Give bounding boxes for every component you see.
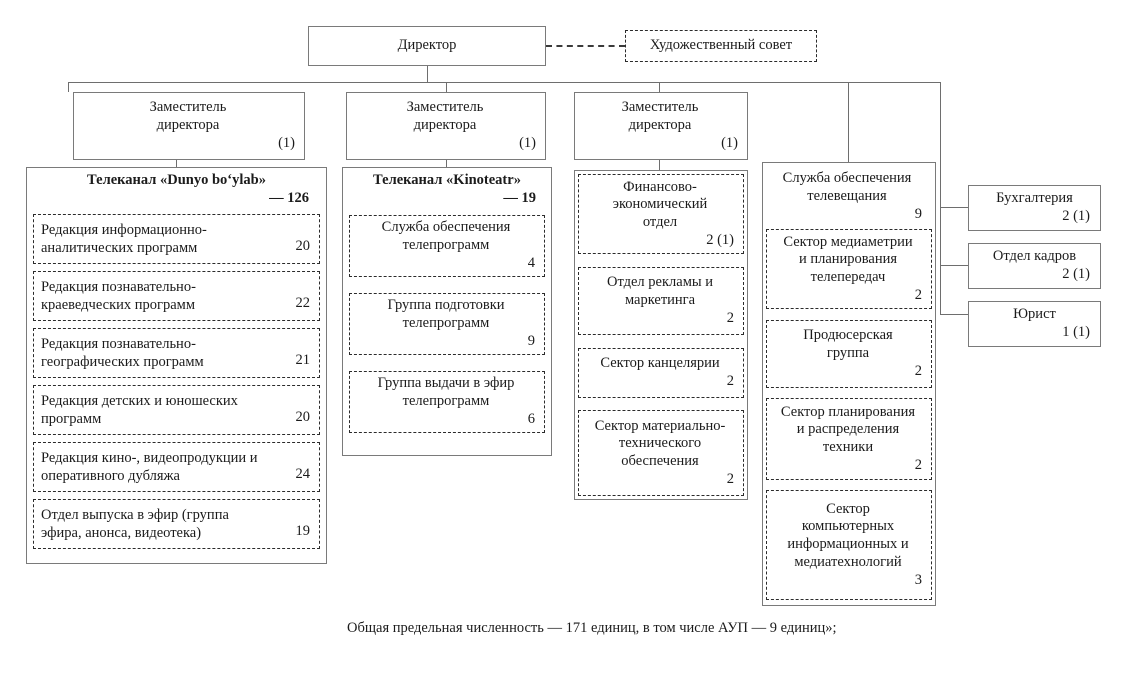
node-deputy-2: Заместитель директора (1) [346, 92, 546, 160]
node-col3-item-2: Отдел рекламы и маркетинга 2 [578, 267, 744, 335]
node-col1-item-4-label: Редакция детских и юношеских программ [41, 392, 238, 427]
connector-drop-column4 [848, 82, 849, 162]
node-hr-department-count: 2 (1) [1062, 266, 1090, 282]
node-col1-item-5: Редакция кино-, видеопродукции и операти… [33, 442, 320, 492]
node-col2-item-2: Группа подготовки телепрограмм 9 [349, 293, 545, 355]
node-col4-item-3-label: Сектор планирования и распределения техн… [780, 403, 916, 455]
node-col4-header-label: Служба обеспечения телевещания [782, 170, 912, 205]
connector-deputy1-to-col1 [176, 160, 177, 167]
node-lawyer: Юрист 1 (1) [968, 301, 1101, 347]
node-accounting-label: Бухгалтерия [996, 190, 1073, 207]
node-col1-item-1-label: Редакция информационно- аналитических пр… [41, 221, 207, 256]
connector-deputy2-to-col2 [446, 160, 447, 167]
node-col4-item-3: Сектор планирования и распределения техн… [766, 398, 932, 480]
connector-director-down [427, 66, 428, 82]
node-col1-item-5-label: Редакция кино-, видеопродукции и операти… [41, 449, 258, 484]
node-col2-header: Телеканал «Kinoteatr» — 19 [350, 170, 544, 210]
node-col3-item-3: Сектор канцелярии 2 [578, 348, 744, 398]
connector-drop-deputy-2 [446, 82, 447, 92]
connector-drop-deputy-1 [68, 82, 69, 92]
node-col2-item-2-label: Группа подготовки телепрограмм [387, 297, 505, 332]
node-col1-item-6: Отдел выпуска в эфир (группа эфира, анон… [33, 499, 320, 549]
node-col4-item-3-count: 2 [914, 456, 922, 473]
node-hr-department-label: Отдел кадров [992, 248, 1077, 265]
node-col3-item-1-count: 2 (1) [706, 231, 734, 248]
node-deputy-1: Заместитель директора (1) [73, 92, 305, 160]
node-col3-item-2-count: 2 [726, 309, 734, 326]
node-col4-item-4-count: 3 [914, 571, 922, 588]
node-col3-item-4: Сектор материально- технического обеспеч… [578, 410, 744, 496]
node-art-council-label: Художественный совет [649, 37, 793, 54]
node-col4-item-1-count: 2 [914, 286, 922, 303]
node-col3-item-4-count: 2 [726, 470, 734, 487]
node-col1-item-3-label: Редакция познавательно- географических п… [41, 335, 204, 370]
node-deputy-1-count: (1) [278, 134, 295, 151]
node-col3-item-2-label: Отдел рекламы и маркетинга [607, 274, 713, 309]
node-director-label: Директор [397, 37, 457, 54]
node-col1-item-3-count: 21 [295, 352, 311, 369]
node-accounting-count: 2 (1) [1062, 208, 1090, 224]
node-col2-item-3: Группа выдачи в эфир телепрограмм 6 [349, 371, 545, 433]
node-col1-item-6-label: Отдел выпуска в эфир (группа эфира, анон… [41, 506, 229, 541]
node-accounting: Бухгалтерия 2 (1) [968, 185, 1101, 231]
node-deputy-1-label: Заместитель директора [149, 99, 227, 134]
node-col4-header: Служба обеспечения телевещания 9 [766, 168, 932, 226]
node-col2-item-3-label: Группа выдачи в эфир телепрограмм [377, 375, 515, 410]
chart-footer-total: Общая предельная численность — 171 едини… [347, 620, 837, 636]
node-col1-item-5-count: 24 [295, 466, 311, 483]
node-deputy-3-count: (1) [721, 134, 738, 151]
node-col1-item-1-count: 20 [295, 238, 311, 255]
connector-drop-right-column [940, 82, 941, 314]
node-col4-item-2-count: 2 [914, 362, 922, 379]
node-col2-header-label: Телеканал «Kinoteatr» [373, 172, 521, 189]
node-col4-item-2-label: Продюсерская группа [803, 327, 893, 362]
node-col4-item-4: Сектор компьютерных информационных и мед… [766, 490, 932, 600]
node-deputy-3: Заместитель директора (1) [574, 92, 748, 160]
node-col1-item-4-count: 20 [295, 409, 311, 426]
node-col2-item-1-label: Служба обеспечения телепрограмм [381, 219, 511, 254]
node-col3-item-1-label: Финансово- экономический отдел [612, 178, 708, 230]
node-lawyer-count: 1 (1) [1062, 324, 1090, 340]
node-hr-department: Отдел кадров 2 (1) [968, 243, 1101, 289]
node-col4-item-1-label: Сектор медиаметрии и планирования телепе… [783, 233, 913, 285]
node-col2-item-3-count: 6 [527, 410, 535, 427]
connector-drop-deputy-3 [659, 82, 660, 92]
node-col1-item-1: Редакция информационно- аналитических пр… [33, 214, 320, 264]
node-col1-header: Телеканал «Dunyo bo‘ylab» — 126 [36, 170, 317, 210]
node-deputy-2-count: (1) [519, 134, 536, 151]
connector-deputy3-to-col3 [659, 160, 660, 170]
node-col4-header-count: 9 [914, 205, 922, 222]
node-art-council: Художественный совет [625, 30, 817, 62]
node-col4-item-1: Сектор медиаметрии и планирования телепе… [766, 229, 932, 309]
node-col2-item-2-count: 9 [527, 332, 535, 349]
node-col1-item-3: Редакция познавательно- географических п… [33, 328, 320, 378]
node-col3-item-1: Финансово- экономический отдел 2 (1) [578, 174, 744, 254]
node-col1-item-4: Редакция детских и юношеских программ 20 [33, 385, 320, 435]
node-col3-item-4-label: Сектор материально- технического обеспеч… [594, 417, 726, 469]
node-col1-item-2-count: 22 [295, 295, 311, 312]
connector-bus-horizontal [68, 82, 941, 83]
node-col4-item-2: Продюсерская группа 2 [766, 320, 932, 388]
node-col2-item-1-count: 4 [527, 254, 535, 271]
node-deputy-3-label: Заместитель директора [621, 99, 699, 134]
connector-director-art-council [546, 45, 625, 47]
node-col3-item-3-count: 2 [726, 373, 734, 389]
connector-stub-lawyer [940, 314, 968, 315]
node-lawyer-label: Юрист [1013, 306, 1056, 323]
node-col1-item-6-count: 19 [295, 523, 311, 540]
node-col2-item-1: Служба обеспечения телепрограмм 4 [349, 215, 545, 277]
node-col1-item-2-label: Редакция познавательно- краеведческих пр… [41, 278, 196, 313]
node-col1-header-count: — 126 [269, 190, 309, 206]
connector-stub-hr [940, 265, 968, 266]
node-col4-item-4-label: Сектор компьютерных информационных и мед… [787, 500, 909, 570]
connector-stub-accounting [940, 207, 968, 208]
node-col1-item-2: Редакция познавательно- краеведческих пр… [33, 271, 320, 321]
node-col1-header-label: Телеканал «Dunyo bo‘ylab» [87, 172, 266, 189]
node-col3-item-3-label: Сектор канцелярии [600, 355, 720, 372]
node-col2-header-count: — 19 [503, 190, 536, 206]
node-director: Директор [308, 26, 546, 66]
node-deputy-2-label: Заместитель директора [406, 99, 484, 134]
